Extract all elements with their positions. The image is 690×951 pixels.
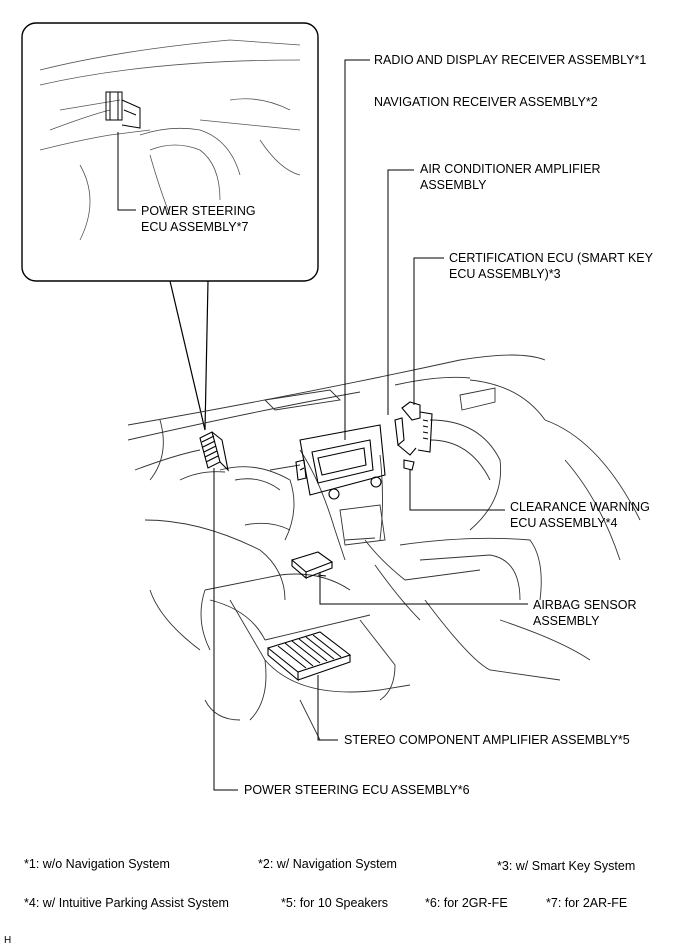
footnote-6: *6: for 2GR-FE bbox=[425, 896, 508, 910]
label-radio-display-receiver: RADIO AND DISPLAY RECEIVER ASSEMBLY*1 bbox=[374, 53, 647, 67]
footnote-2: *2: w/ Navigation System bbox=[258, 857, 397, 871]
figure-code: H bbox=[4, 935, 12, 946]
label-clearance-warning-ecu: CLEARANCE WARNING ECU ASSEMBLY*4 bbox=[510, 499, 650, 531]
label-air-conditioner-amplifier: AIR CONDITIONER AMPLIFIER ASSEMBLY bbox=[420, 161, 601, 193]
inset-power-steering-ecu bbox=[105, 91, 141, 129]
label-power-steering-ecu: POWER STEERING ECU ASSEMBLY*6 bbox=[244, 783, 470, 797]
label-line: AIRBAG SENSOR bbox=[533, 598, 637, 612]
label-airbag-sensor: AIRBAG SENSOR ASSEMBLY bbox=[533, 597, 637, 629]
label-line: ECU ASSEMBLY)*3 bbox=[449, 267, 561, 281]
label-line: CERTIFICATION ECU (SMART KEY bbox=[449, 251, 653, 265]
label-line: POWER STEERING bbox=[141, 204, 256, 218]
inset-detail-view bbox=[21, 22, 319, 282]
label-line: ASSEMBLY bbox=[420, 178, 487, 192]
label-line: CLEARANCE WARNING bbox=[510, 500, 650, 514]
footnote-5: *5: for 10 Speakers bbox=[281, 896, 389, 910]
radio-display-receiver bbox=[295, 424, 386, 500]
footnote-4: *4: w/ Intuitive Parking Assist System bbox=[24, 896, 229, 910]
leader-lines bbox=[117, 59, 528, 791]
label-line: AIR CONDITIONER AMPLIFIER bbox=[420, 162, 601, 176]
label-certification-ecu: CERTIFICATION ECU (SMART KEY ECU ASSEMBL… bbox=[449, 250, 653, 282]
footnote-3: *3: w/ Smart Key System bbox=[497, 859, 636, 873]
power-steering-ecu bbox=[199, 431, 229, 472]
footnote-1: *1: w/o Navigation System bbox=[24, 857, 170, 871]
certification-ecu bbox=[394, 401, 433, 471]
footnote-7: *7: for 2AR-FE bbox=[546, 896, 628, 910]
inset-pointer bbox=[169, 280, 209, 431]
label-line: ASSEMBLY bbox=[533, 614, 600, 628]
label-line: ECU ASSEMBLY*7 bbox=[141, 220, 249, 234]
label-navigation-receiver: NAVIGATION RECEIVER ASSEMBLY*2 bbox=[374, 95, 598, 109]
stereo-amplifier bbox=[266, 631, 352, 682]
airbag-sensor bbox=[290, 551, 334, 580]
label-stereo-component-amplifier: STEREO COMPONENT AMPLIFIER ASSEMBLY*5 bbox=[344, 733, 630, 747]
label-line: ECU ASSEMBLY*4 bbox=[510, 516, 618, 530]
label-inset-power-steering-ecu: POWER STEERING ECU ASSEMBLY*7 bbox=[141, 203, 256, 235]
